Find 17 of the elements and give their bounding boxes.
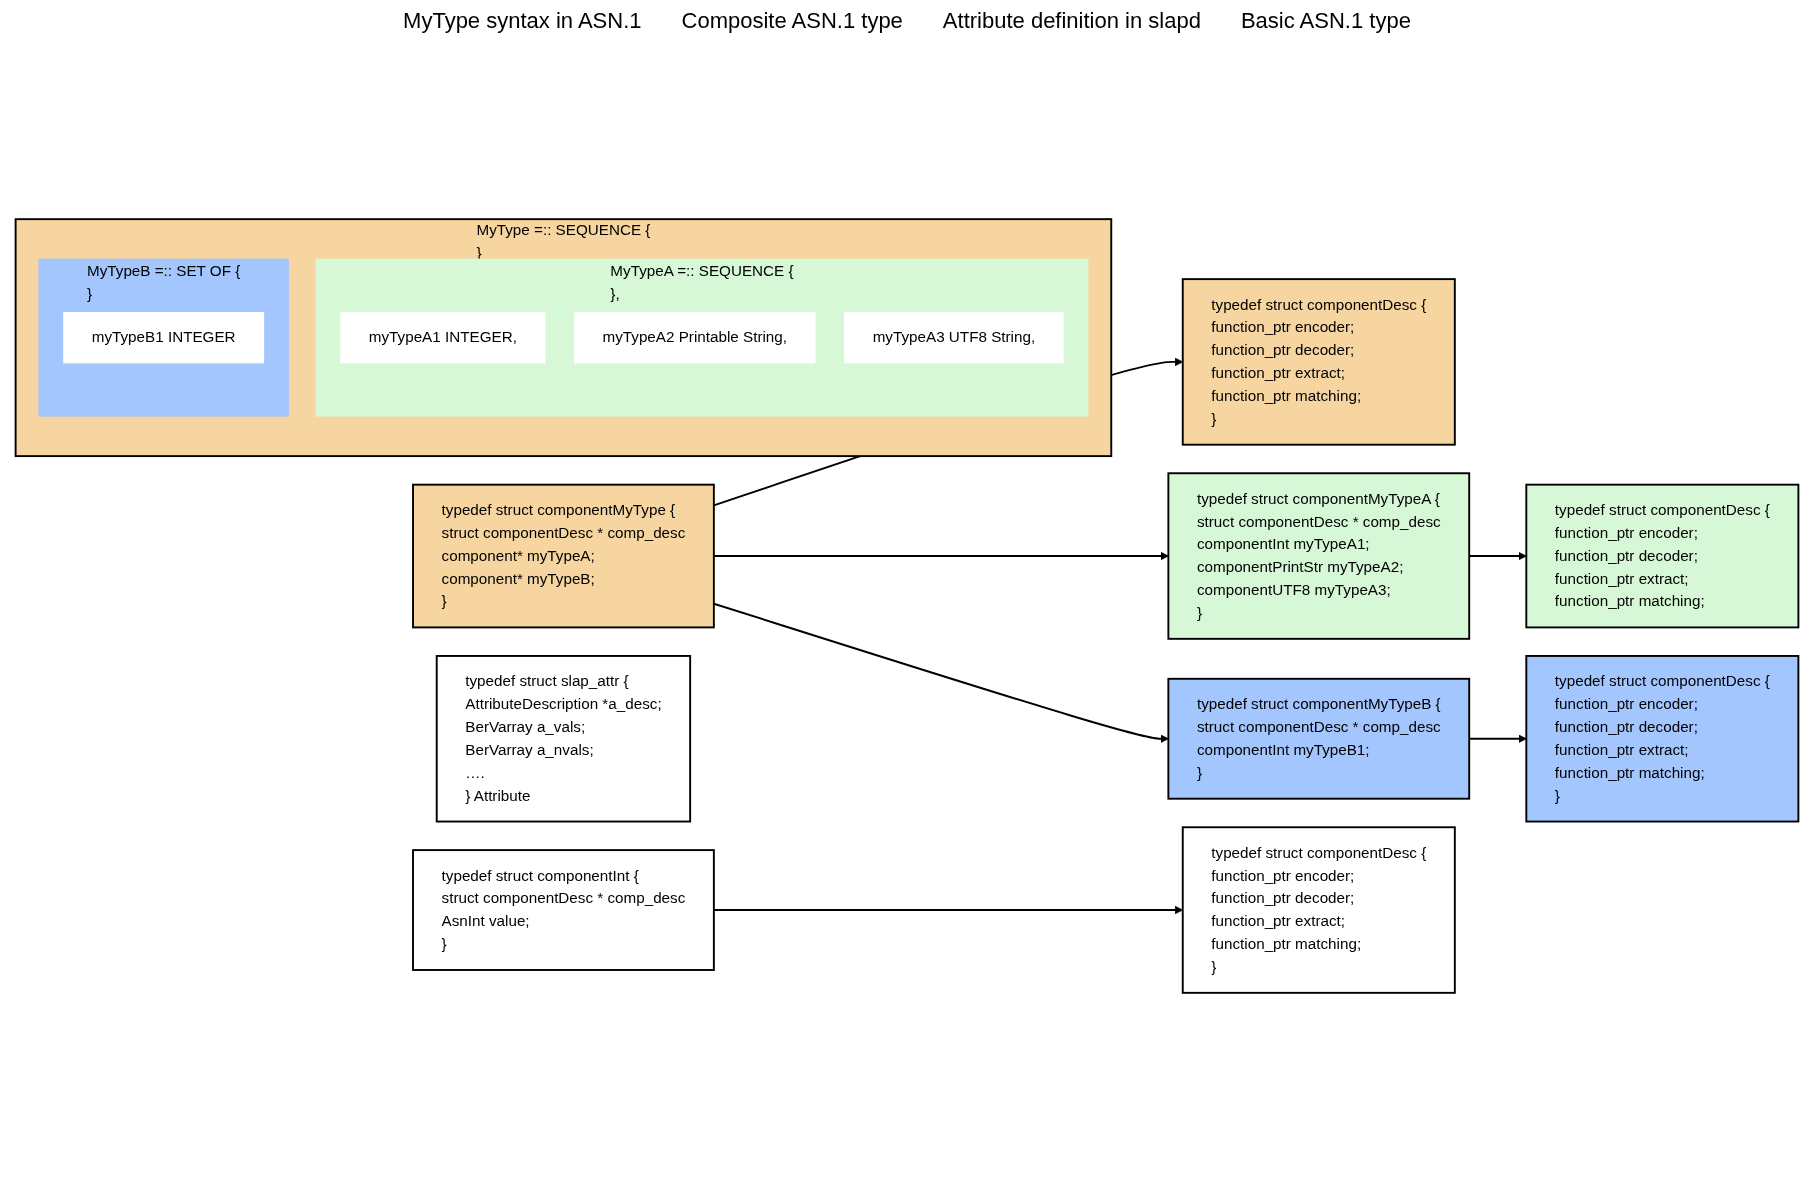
caption: Composite ASN.1 type [681,8,903,34]
caption: MyType syntax in ASN.1 [403,8,642,34]
node-box: typedef struct componentMyTypeB { struct componentDesc * comp_desc componentInt myTypeB1; } [1167,677,1471,800]
node-box: typedef struct componentDesc { function_ptr encoder; function_ptr decoder; function_ptr extract; function_ptr matching; } [1181,278,1456,446]
node-box: typedef struct componentDesc { function_ptr encoder; function_ptr decoder; function_ptr extract; function_ptr matching; } [1525,655,1800,823]
node-box: typedef struct componentDesc { function_ptr encoder; function_ptr decoder; function_ptr extract; function_ptr matching; [1525,483,1800,629]
node-box: myTypeA1 INTEGER, [340,311,546,364]
node-box: typedef struct componentInt { struct componentDesc * comp_desc AsnInt value; } [412,849,715,971]
node-box: myTypeA3 UTF8 String, [844,311,1064,364]
node-box: myTypeA2 Printable String, [574,311,816,364]
node-box: myTypeB1 INTEGER [63,311,265,364]
node-box: typedef struct componentDesc { function_ptr encoder; function_ptr decoder; function_ptr extract; function_ptr matching; } [1181,826,1456,994]
node-box: typedef struct slap_attr { AttributeDescription *a_desc; BerVarray a_vals; BerVarray a_nvals; …. } Attribute [435,655,692,823]
node-box: typedef struct componentMyTypeA { struct componentDesc * comp_desc componentInt myTypeA1; componentPrintStr myTypeA2; componentUTF8 myTypeA3; } [1167,472,1471,640]
caption: Basic ASN.1 type [1240,8,1411,34]
caption: Attribute definition in slapd [942,8,1201,34]
node-box: typedef struct componentMyType { struct componentDesc * comp_desc component* myTypeA; component* myTypeB; } [412,483,715,629]
